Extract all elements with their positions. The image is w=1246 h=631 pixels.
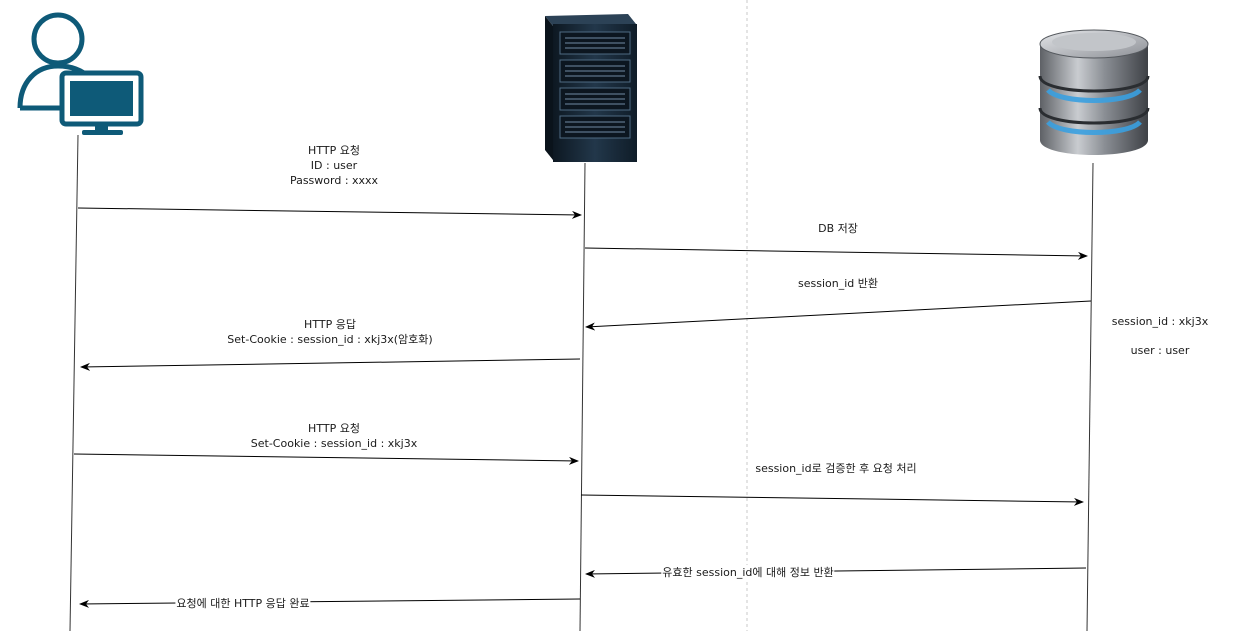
database-lifeline (1086, 162, 1094, 631)
label-line: HTTP 요청 (308, 144, 360, 157)
label-line: HTTP 요청 (308, 422, 360, 435)
message-label-login-request: HTTP 요청 ID : user Password : xxxx (290, 143, 378, 188)
message-label-final-response: 요청에 대한 HTTP 응답 완료 (175, 596, 311, 611)
label-line: session_id로 검증한 후 요청 처리 (755, 462, 917, 475)
user-computer-icon (17, 12, 144, 135)
message-label-session-return: session_id 반환 (798, 276, 878, 291)
arrow-session-verify (580, 494, 1084, 506)
message-label-cookie-request: HTTP 요청 Set-Cookie : session_id : xkj3x (251, 421, 417, 451)
label-line: HTTP 응답 (304, 318, 356, 331)
arrow-final-response (79, 598, 581, 608)
message-label-db-store: DB 저장 (818, 221, 858, 236)
arrow-cookie-request (73, 453, 579, 465)
label-line: 유효한 session_id에 대해 정보 반환 (662, 566, 834, 579)
label-line: Set-Cookie : session_id : xkj3x (250, 437, 418, 450)
db-note-user: user : user (1130, 344, 1190, 357)
server-lifeline (579, 162, 586, 631)
arrow-session-return (585, 300, 1092, 331)
db-note-session-id: session_id : xkj3x (1111, 315, 1209, 328)
label-line: Password : xxxx (289, 174, 379, 187)
label-line: session_id 반환 (798, 277, 878, 290)
message-label-http-response: HTTP 응답 Set-Cookie : session_id : xkj3x(… (227, 317, 432, 347)
label-line: Set-Cookie : session_id : xkj3x(암호화) (227, 333, 433, 346)
arrow-login-request (77, 207, 582, 219)
arrow-db-store (584, 247, 1088, 260)
message-label-info-return: 유효한 session_id에 대해 정보 반환 (661, 565, 835, 580)
label-line: DB 저장 (818, 222, 858, 235)
client-lifeline (69, 134, 79, 631)
server-rack-icon (545, 14, 637, 162)
message-label-session-verify: session_id로 검증한 후 요청 처리 (755, 461, 916, 476)
database-icon (1038, 29, 1150, 155)
arrow-http-response (80, 358, 581, 371)
label-line: ID : user (310, 159, 358, 172)
label-line: 요청에 대한 HTTP 응답 완료 (176, 597, 310, 610)
